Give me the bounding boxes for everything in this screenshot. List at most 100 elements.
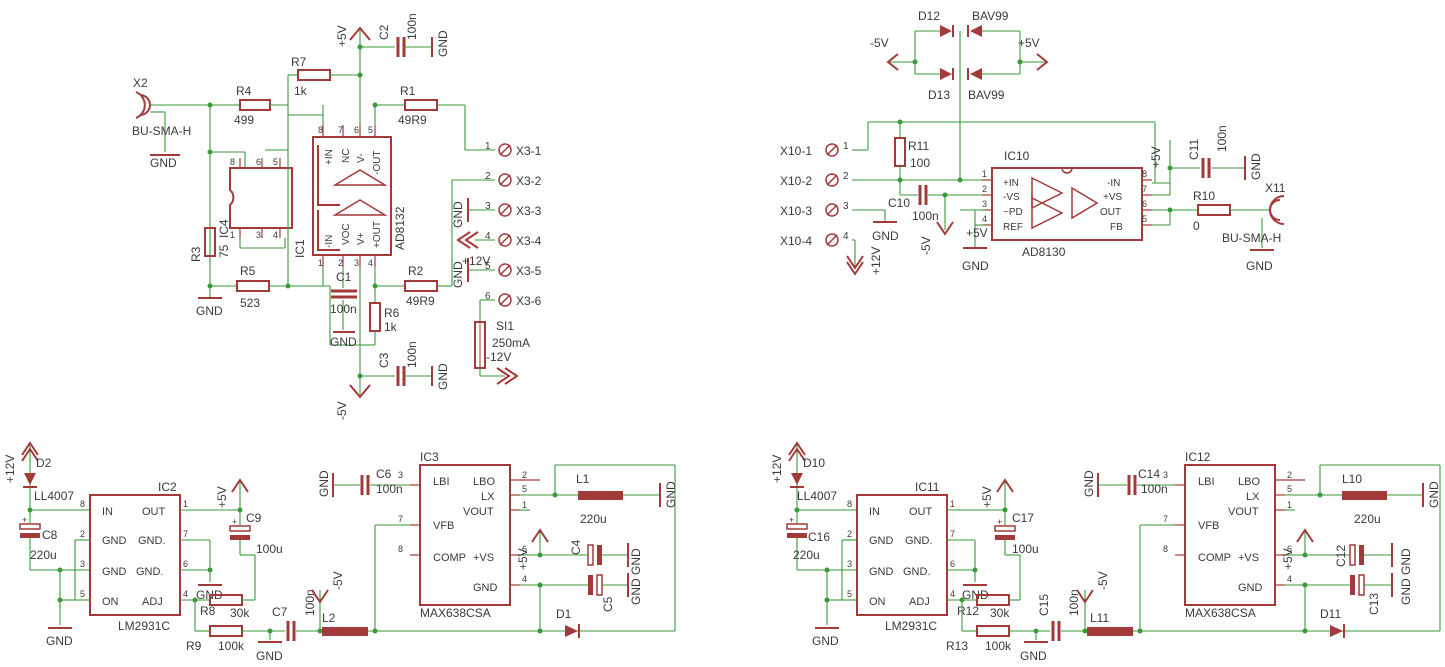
ic2-pin-gnd2: GND. [138, 535, 166, 547]
p12v-x3-label: +12V [462, 254, 490, 268]
ic3-pin-vfb: VFB [433, 520, 454, 532]
m12v-si-label: -12V [486, 350, 511, 364]
ic1-pin-in-p: +IN [324, 149, 335, 165]
d2-label: D2 [36, 456, 52, 470]
r11-label: R11 [908, 139, 929, 153]
m5v-ic10-label: -5V [919, 236, 933, 255]
r7-label: R7 [291, 55, 307, 69]
svg-text:4: 4 [368, 258, 373, 268]
svg-text:5: 5 [80, 589, 85, 599]
l2-inductor [322, 627, 368, 636]
ic3-pin-lbo: LBO [473, 476, 495, 488]
ic10-pin-in-m: -IN [1107, 178, 1120, 189]
l10-value: 220u [1354, 512, 1381, 526]
ic3-pin-gnd: GND [473, 582, 498, 594]
ic11-pin-gnd2: GND. [905, 535, 933, 547]
svg-text:4: 4 [1287, 574, 1292, 584]
ic11-label: IC11 [915, 480, 940, 494]
c13-label: C13 [1367, 593, 1381, 615]
p12v-d2-label: +12V [3, 455, 17, 483]
gnd-x2-label: GND [150, 156, 177, 170]
c8-label: C8 [42, 528, 58, 542]
svg-text:+: + [22, 515, 27, 525]
x3-3-label: X3-3 [516, 204, 542, 218]
r11-value: 100 [910, 156, 930, 170]
svg-text:1: 1 [183, 499, 188, 509]
r10-label: R10 [1193, 189, 1215, 203]
p5v-ic10-label: +5V [966, 226, 988, 240]
ic12-pin-lbi: LBI [1198, 476, 1215, 488]
l11-label: L11 [1090, 611, 1109, 625]
svg-text:4: 4 [485, 231, 491, 242]
ic10-pin-vs-m: -VS [1003, 192, 1020, 203]
ic10-pin-fb: FB [1110, 222, 1123, 233]
lm2931c-1-label: LM2931C [118, 619, 170, 633]
ic3-max638-symbol [419, 464, 511, 606]
r13-label: R13 [946, 639, 968, 653]
c16-value: 220u [793, 548, 820, 562]
x3-2-label: X3-2 [516, 174, 542, 188]
svg-text:3: 3 [982, 199, 987, 209]
x2-label: X2 [133, 76, 148, 90]
svg-text:+: + [789, 515, 794, 525]
ic12-pin-vfb: VFB [1198, 520, 1219, 532]
ic3-pin-vout: VOUT [463, 506, 494, 518]
c8-value: 220u [30, 548, 57, 562]
svg-text:2: 2 [80, 529, 85, 539]
c14-value: 100n [1141, 482, 1168, 496]
max638-2-label: MAX638CSA [1185, 606, 1256, 620]
l1-inductor [578, 491, 623, 500]
gnd-c6-label: GND [317, 470, 331, 497]
ic11-pin-on: ON [869, 596, 886, 608]
ic10-pin-ref: REF [1003, 222, 1023, 233]
ic10-ad8130-symbol [991, 167, 1143, 241]
ic11-pin-gnd3: GND [869, 566, 894, 578]
svg-text:2: 2 [485, 171, 491, 182]
svg-text:3: 3 [398, 470, 403, 480]
p5v-c4-label: +5V [516, 548, 530, 570]
ic1-pin-out-m: -OUT [372, 151, 383, 175]
c9-value: 100u [256, 542, 283, 556]
ic2-pin-adj: ADJ [142, 596, 163, 608]
gnd-c5-label: GND [629, 578, 643, 605]
p5v-ic2-label: +5V [215, 486, 229, 508]
gnd-x3-label: GND [451, 201, 465, 228]
svg-text:1: 1 [230, 230, 235, 240]
ad8130-receiver-section: D12 BAV99 D13 BAV99 -5V +5V R11 100 1234… [780, 9, 1286, 276]
ic2-pin-out: OUT [142, 506, 166, 518]
c15-value: 100n [1067, 589, 1081, 616]
l11-inductor [1087, 627, 1133, 636]
svg-text:8: 8 [398, 544, 403, 554]
c16-label: C16 [808, 530, 830, 544]
d1-diode [565, 625, 578, 637]
r6-value: 1k [384, 320, 398, 334]
ic11-pin-gnd4: GND. [903, 566, 931, 578]
x10-1-label: X10-1 [780, 144, 812, 158]
ic2-label: IC2 [158, 480, 177, 494]
r3-value: 75 [217, 244, 231, 258]
ic2-pin-gnd3: GND [102, 566, 127, 578]
svg-text:6: 6 [1142, 199, 1147, 209]
ic3-pin-lbi: LBI [433, 476, 450, 488]
d1-label: D1 [556, 607, 572, 621]
svg-text:2: 2 [847, 529, 852, 539]
r9-value: 100k [218, 639, 245, 653]
svg-text:7: 7 [338, 125, 343, 135]
svg-text:7: 7 [950, 529, 955, 539]
r3-label: R3 [189, 246, 203, 262]
ic11-pin-out: OUT [909, 506, 933, 518]
ic12-max638-symbol [1184, 464, 1276, 606]
bav99-1-label: BAV99 [972, 9, 1009, 23]
svg-text:4: 4 [522, 574, 527, 584]
c17-value: 100u [1012, 542, 1039, 556]
p5v-c11-label: +5V [1149, 146, 1163, 168]
r1-resistor [404, 99, 438, 111]
ic2-pin-in: IN [102, 506, 113, 518]
r2-resistor [404, 280, 438, 292]
c7-value: 100n [303, 589, 317, 616]
svg-text:4: 4 [982, 214, 987, 224]
ic1-pin-vm: V- [356, 154, 367, 163]
si1-label: SI1 [496, 319, 514, 333]
x11-type-label: BU-SMA-H [1222, 231, 1281, 245]
